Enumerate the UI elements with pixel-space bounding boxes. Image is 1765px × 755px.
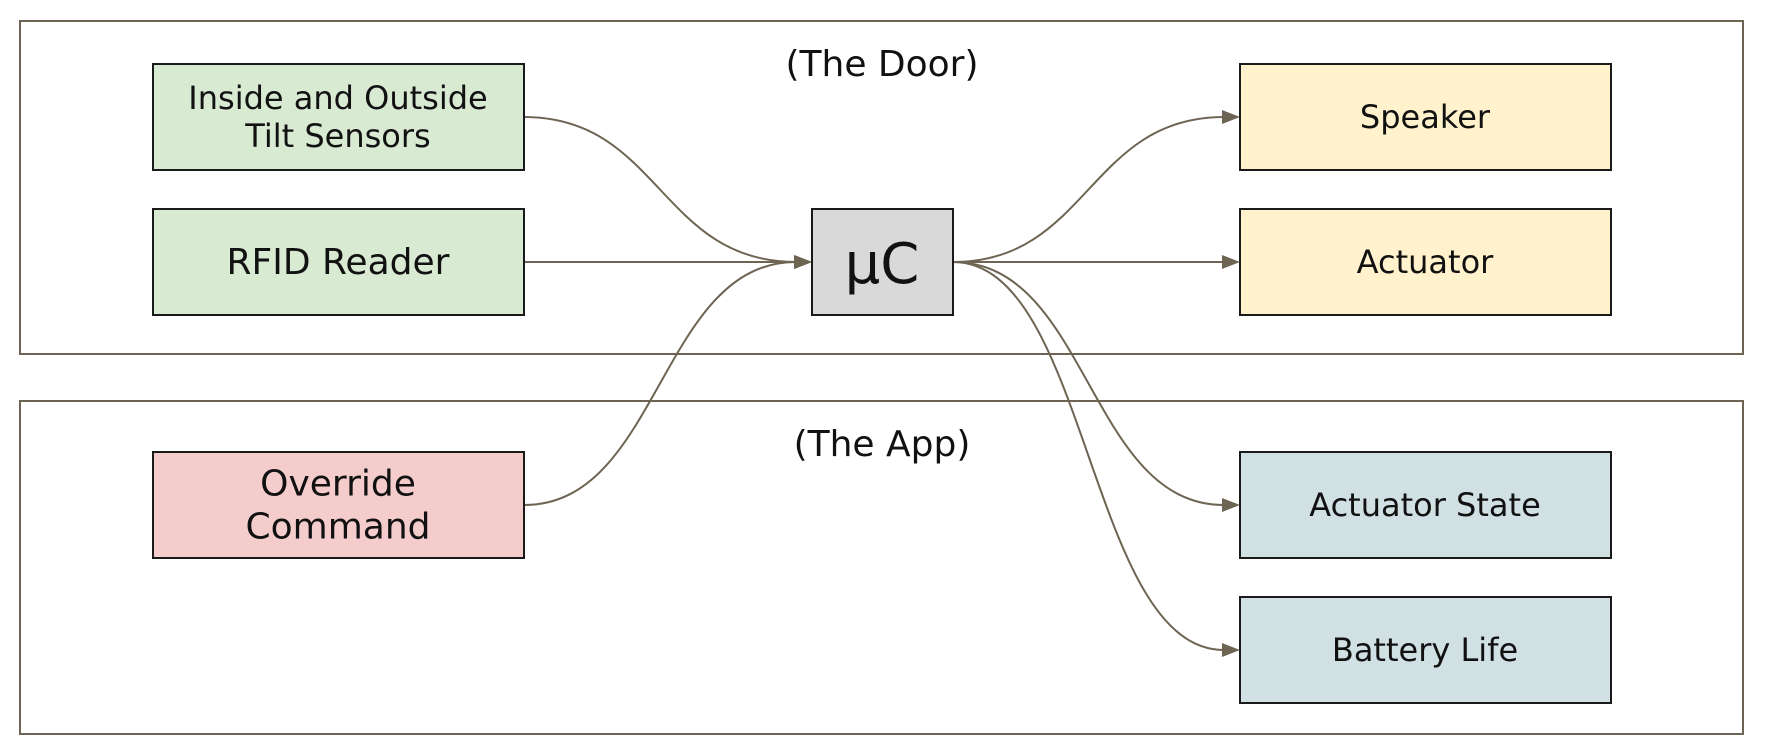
edge-microcontroller-to-actuator-state <box>952 261 1226 506</box>
node-microcontroller-label: μC <box>845 232 920 297</box>
node-override-command-box <box>152 451 525 559</box>
node-battery-life: Battery Life <box>1239 596 1612 704</box>
arrowhead-icon <box>1222 255 1240 269</box>
node-rfid-reader-label: RFID Reader <box>227 242 450 283</box>
node-rfid-reader-box <box>152 208 525 316</box>
node-microcontroller-box <box>811 208 954 316</box>
node-battery-life-label: Battery Life <box>1332 631 1518 669</box>
node-actuator-state: Actuator State <box>1239 451 1612 559</box>
node-speaker-label: Speaker <box>1360 98 1491 136</box>
arrowhead-icon <box>1222 110 1240 124</box>
node-label-line: RFID Reader <box>227 242 450 283</box>
arrowhead-icon <box>1222 498 1240 512</box>
node-label-line: Battery Life <box>1332 631 1518 669</box>
edge-microcontroller-to-battery-life <box>952 261 1226 651</box>
arrowhead-icon <box>1222 643 1240 657</box>
node-label-line: Actuator State <box>1309 486 1541 524</box>
door-group-title: (The Door) <box>785 44 978 85</box>
edges <box>523 110 1240 657</box>
node-microcontroller: μC <box>811 208 954 316</box>
node-speaker-box <box>1239 63 1612 171</box>
edge-tilt-sensors-to-microcontroller <box>523 116 798 263</box>
node-actuator: Actuator <box>1239 208 1612 316</box>
edge-microcontroller-to-speaker <box>952 116 1226 263</box>
node-actuator-state-box <box>1239 451 1612 559</box>
edge-override-command-to-microcontroller <box>523 261 798 506</box>
node-label-line: Override <box>260 463 416 504</box>
node-label-line: Speaker <box>1360 98 1491 136</box>
node-battery-life-box <box>1239 596 1612 704</box>
node-actuator-label: Actuator <box>1357 243 1494 281</box>
node-rfid-reader: RFID Reader <box>152 208 525 316</box>
node-actuator-state-label: Actuator State <box>1309 486 1541 524</box>
node-label-line: Tilt Sensors <box>244 117 430 155</box>
node-label-line: Inside and Outside <box>188 79 487 117</box>
node-label-line: μC <box>845 232 920 297</box>
node-label-line: Actuator <box>1357 243 1494 281</box>
node-tilt-sensors-box <box>152 63 525 171</box>
node-speaker: Speaker <box>1239 63 1612 171</box>
node-actuator-box <box>1239 208 1612 316</box>
arrowhead-icon <box>794 255 812 269</box>
app-group-title: (The App) <box>794 424 971 465</box>
node-label-line: Command <box>245 506 430 547</box>
